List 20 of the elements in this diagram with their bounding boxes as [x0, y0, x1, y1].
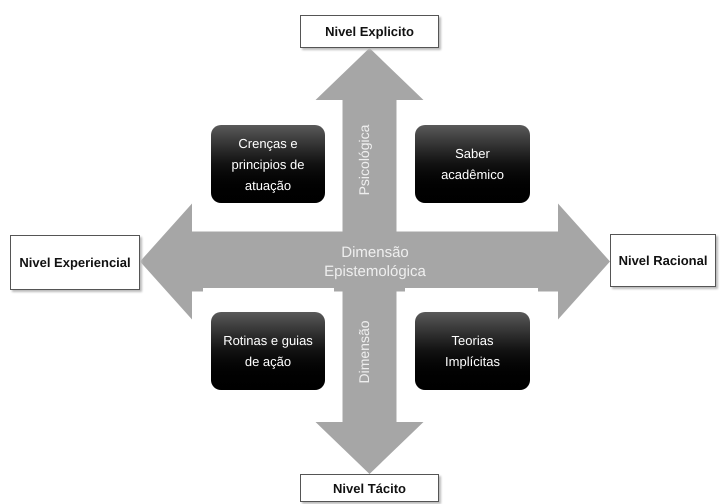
- concept-box: [415, 312, 530, 390]
- axis-label: Dimensão: [356, 320, 372, 384]
- concept-text: Saber acadêmico: [440, 145, 505, 184]
- concept-text: Teorias Implícitas: [444, 332, 501, 371]
- level-label: Nivel Experiencial: [19, 254, 131, 271]
- concept-text: Crenças e principios de atuação: [230, 134, 306, 195]
- level-box: [300, 474, 439, 502]
- double-arrow: [140, 204, 610, 320]
- concept-text: Rotinas e guias de ação: [222, 332, 314, 371]
- concept-box: [415, 125, 530, 203]
- edge-label: Dimensão Epistemológica: [323, 242, 427, 280]
- level-box: [610, 234, 716, 287]
- level-label: Nivel Explicito: [325, 23, 414, 40]
- level-box: [10, 235, 140, 290]
- level-label: Nivel Racional: [618, 252, 708, 269]
- level-box: [300, 15, 439, 48]
- concept-box: [211, 312, 325, 390]
- level-label: Nivel Tácito: [333, 480, 406, 496]
- concept-box: [211, 125, 325, 203]
- axis-label: Psicológica: [356, 124, 372, 196]
